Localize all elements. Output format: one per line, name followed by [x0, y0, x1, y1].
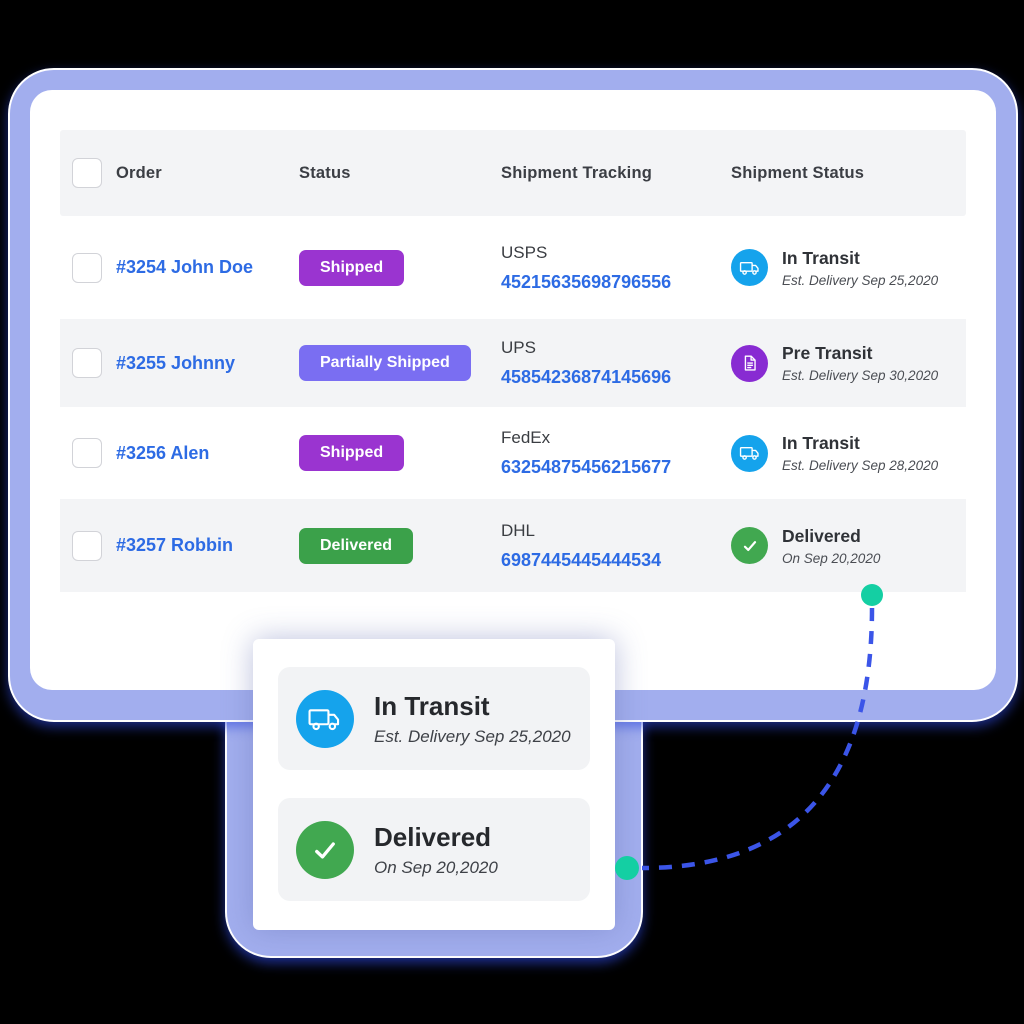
tracking-number-link[interactable]: 45854236874145696: [501, 367, 672, 387]
callout-title: Delivered: [374, 821, 492, 852]
callout-item-delivered: Delivered On Sep 20,2020: [278, 798, 590, 901]
status-badge: Partially Shipped: [299, 345, 471, 381]
orders-table: Order Status Shipment Tracking Shipment …: [60, 130, 966, 592]
order-link[interactable]: #3255 Johnny: [116, 352, 236, 373]
column-header-status: Status: [299, 163, 351, 182]
order-link[interactable]: #3257 Robbin: [116, 535, 234, 555]
row-checkbox[interactable]: [72, 348, 102, 378]
content-panel: Order Status Shipment Tracking Shipment …: [30, 90, 996, 690]
shipment-status-text: In Transit: [782, 433, 860, 453]
carrier-name: UPS: [501, 338, 536, 357]
monitor-frame: Order Status Shipment Tracking Shipment …: [8, 68, 1018, 722]
callout-title: In Transit: [374, 690, 490, 721]
table-row: #3257 Robbin Delivered DHL 6987445445444…: [60, 499, 966, 592]
shipment-status-note: On Sep 20,2020: [782, 550, 881, 566]
shipment-status-text: Pre Transit: [782, 343, 873, 363]
table-header-row: Order Status Shipment Tracking Shipment …: [60, 130, 966, 216]
status-badge: Delivered: [299, 527, 414, 564]
row-checkbox[interactable]: [72, 530, 102, 561]
shipment-status-text: In Transit: [782, 247, 860, 268]
order-link[interactable]: #3254 John Doe: [116, 257, 254, 277]
column-header-shipment-status: Shipment Status: [731, 163, 865, 182]
truck-icon: [731, 434, 768, 472]
check-icon: [296, 820, 354, 879]
column-header-shipment-tracking: Shipment Tracking: [501, 163, 653, 182]
document-icon: [731, 344, 768, 382]
shipment-status-note: Est. Delivery Sep 30,2020: [782, 368, 939, 383]
table-row: #3254 John Doe Shipped USPS 452156356987…: [60, 216, 966, 319]
callout-note: Est. Delivery Sep 25,2020: [374, 726, 571, 746]
status-badge: Shipped: [299, 435, 405, 471]
row-checkbox[interactable]: [72, 438, 102, 468]
shipment-status-text: Delivered: [782, 525, 861, 546]
column-header-order: Order: [116, 163, 162, 182]
truck-icon: [296, 689, 354, 748]
carrier-name: USPS: [501, 242, 548, 262]
tracking-number-link[interactable]: 45215635698796556: [501, 271, 672, 292]
select-all-checkbox[interactable]: [72, 158, 102, 188]
tracking-number-link[interactable]: 63254875456215677: [501, 457, 672, 477]
check-icon: [731, 527, 768, 564]
carrier-name: FedEx: [501, 428, 551, 447]
shipment-status-note: Est. Delivery Sep 28,2020: [782, 458, 939, 473]
row-checkbox[interactable]: [72, 252, 102, 283]
callout-item-in-transit: In Transit Est. Delivery Sep 25,2020: [278, 667, 590, 770]
status-badge: Shipped: [299, 249, 405, 286]
table-row: #3255 Johnny Partially Shipped UPS 45854…: [60, 319, 966, 407]
table-row: #3256 Alen Shipped FedEx 632548754562156…: [60, 407, 966, 499]
carrier-name: DHL: [501, 520, 536, 540]
order-link[interactable]: #3256 Alen: [116, 442, 210, 463]
tracking-number-link[interactable]: 6987445445444534: [501, 549, 662, 570]
shipment-status-note: Est. Delivery Sep 25,2020: [782, 272, 939, 288]
callout-note: On Sep 20,2020: [374, 857, 498, 877]
truck-icon: [731, 249, 768, 286]
status-callout-card: In Transit Est. Delivery Sep 25,2020 Del…: [253, 639, 615, 930]
